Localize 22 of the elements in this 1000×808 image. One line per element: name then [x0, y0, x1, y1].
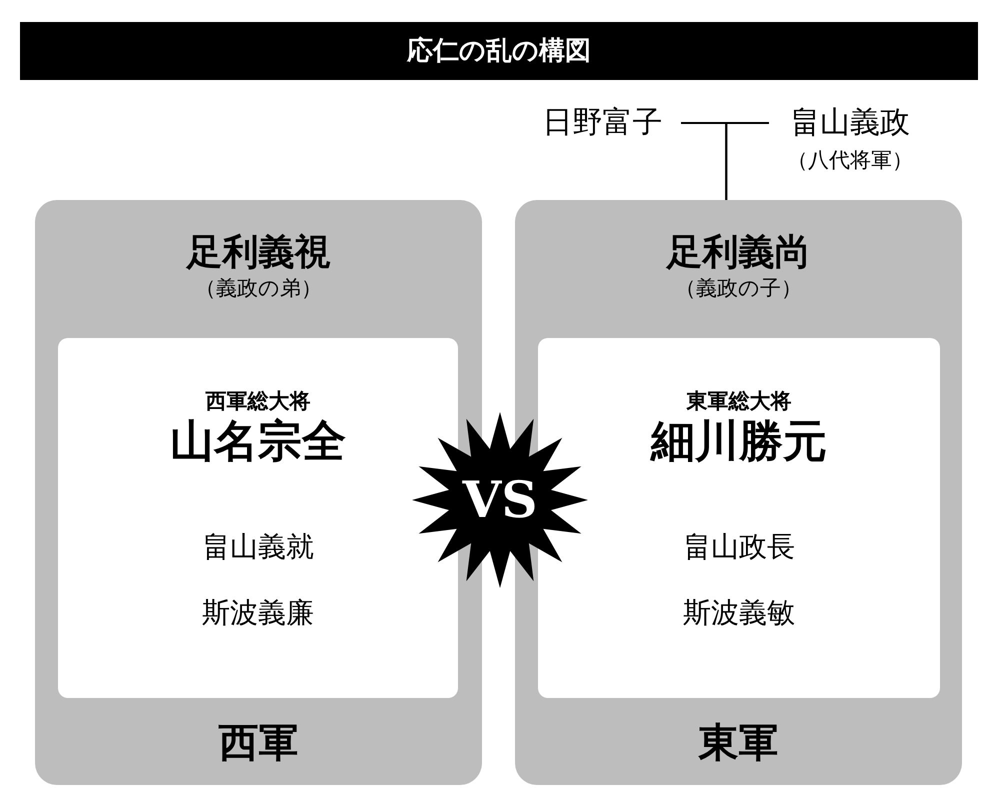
general-name: 斯波義廉	[202, 599, 314, 627]
general-name: 畠山政長	[683, 533, 795, 561]
role-title: 東軍総大将	[686, 388, 792, 414]
vs-text: VS	[462, 475, 538, 525]
relation-note: （義政の子）	[675, 275, 802, 302]
leader-name: 足利義視	[186, 231, 330, 275]
army-label: 西軍	[218, 718, 298, 768]
general-name: 畠山義就	[202, 533, 314, 561]
person-name: 日野富子	[530, 103, 675, 143]
title-bar: 応仁の乱の構図	[20, 22, 978, 80]
title-note: （八代将軍）	[787, 147, 913, 174]
general-name: 斯波義敏	[683, 599, 795, 627]
leader-name: 足利義尚	[666, 231, 810, 275]
generals-card	[58, 338, 458, 698]
generals-card	[538, 338, 940, 698]
army-label: 東軍	[698, 718, 778, 768]
commander-name: 山名宗全	[170, 415, 346, 470]
role-title: 西軍総大将	[206, 388, 310, 414]
family-line	[725, 122, 769, 200]
commander-name: 細川勝元	[651, 415, 827, 470]
relation-note: （義政の弟）	[195, 275, 322, 302]
person-name: 畠山義政	[790, 104, 910, 142]
